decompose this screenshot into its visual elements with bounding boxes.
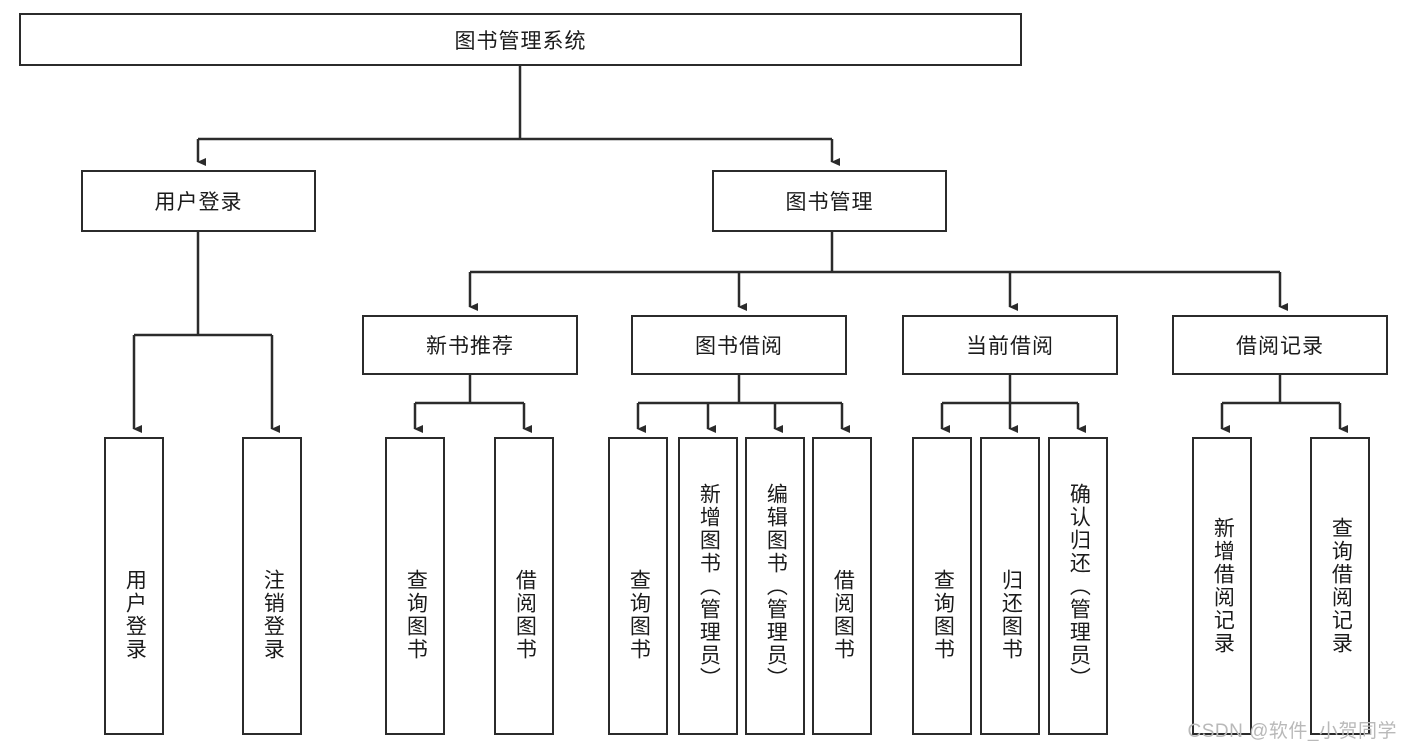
node-label: 新增借阅记录 bbox=[1211, 517, 1235, 655]
node-user-login[interactable]: 用户登录 bbox=[81, 170, 316, 232]
node-label: 图书管理系统 bbox=[454, 29, 587, 53]
leaf-borrowbook-add-book-admin[interactable]: 新增图书（管理员） bbox=[678, 437, 738, 735]
node-label: 查询图书 bbox=[627, 569, 651, 661]
node-label: 图书管理 bbox=[785, 191, 874, 214]
node-label: 归还图书 bbox=[999, 569, 1023, 661]
node-label: 用户登录 bbox=[123, 569, 147, 661]
leaf-newbook-query-book[interactable]: 查询图书 bbox=[385, 437, 445, 735]
node-label: 查询借阅记录 bbox=[1329, 517, 1353, 655]
node-current-borrow[interactable]: 当前借阅 bbox=[902, 315, 1118, 375]
node-label: 借阅图书 bbox=[513, 569, 537, 661]
leaf-newbook-borrow-book[interactable]: 借阅图书 bbox=[494, 437, 554, 735]
node-root-book-management-system[interactable]: 图书管理系统 bbox=[19, 13, 1022, 66]
node-label: 当前借阅 bbox=[966, 335, 1054, 358]
node-label: 确认归还（管理员） bbox=[1067, 482, 1091, 690]
node-label: 注销登录 bbox=[261, 569, 285, 661]
leaf-borrowrecord-add-record[interactable]: 新增借阅记录 bbox=[1192, 437, 1252, 735]
node-label: 借阅记录 bbox=[1236, 335, 1324, 358]
leaf-currentborrow-query-book[interactable]: 查询图书 bbox=[912, 437, 972, 735]
node-label: 新书推荐 bbox=[426, 335, 514, 358]
leaf-borrowbook-query-book[interactable]: 查询图书 bbox=[608, 437, 668, 735]
node-borrow-record[interactable]: 借阅记录 bbox=[1172, 315, 1388, 375]
node-label: 查询图书 bbox=[931, 569, 955, 661]
leaf-currentborrow-return-book[interactable]: 归还图书 bbox=[980, 437, 1040, 735]
leaf-borrowbook-borrow-book[interactable]: 借阅图书 bbox=[812, 437, 872, 735]
node-book-management[interactable]: 图书管理 bbox=[712, 170, 947, 232]
node-label: 编辑图书（管理员） bbox=[764, 482, 788, 690]
node-label: 用户登录 bbox=[154, 191, 243, 214]
watermark: CSDN @软件_小贺同学 bbox=[1187, 721, 1397, 742]
node-book-borrow[interactable]: 图书借阅 bbox=[631, 315, 847, 375]
node-label: 查询图书 bbox=[404, 569, 428, 661]
node-new-book-recommend[interactable]: 新书推荐 bbox=[362, 315, 578, 375]
leaf-currentborrow-confirm-return-admin[interactable]: 确认归还（管理员） bbox=[1048, 437, 1108, 735]
leaf-user-login[interactable]: 用户登录 bbox=[104, 437, 164, 735]
node-label: 图书借阅 bbox=[695, 335, 783, 358]
node-label: 借阅图书 bbox=[831, 569, 855, 661]
leaf-borrowbook-edit-book-admin[interactable]: 编辑图书（管理员） bbox=[745, 437, 805, 735]
leaf-borrowrecord-query-record[interactable]: 查询借阅记录 bbox=[1310, 437, 1370, 735]
node-label: 新增图书（管理员） bbox=[697, 482, 721, 690]
leaf-logout[interactable]: 注销登录 bbox=[242, 437, 302, 735]
